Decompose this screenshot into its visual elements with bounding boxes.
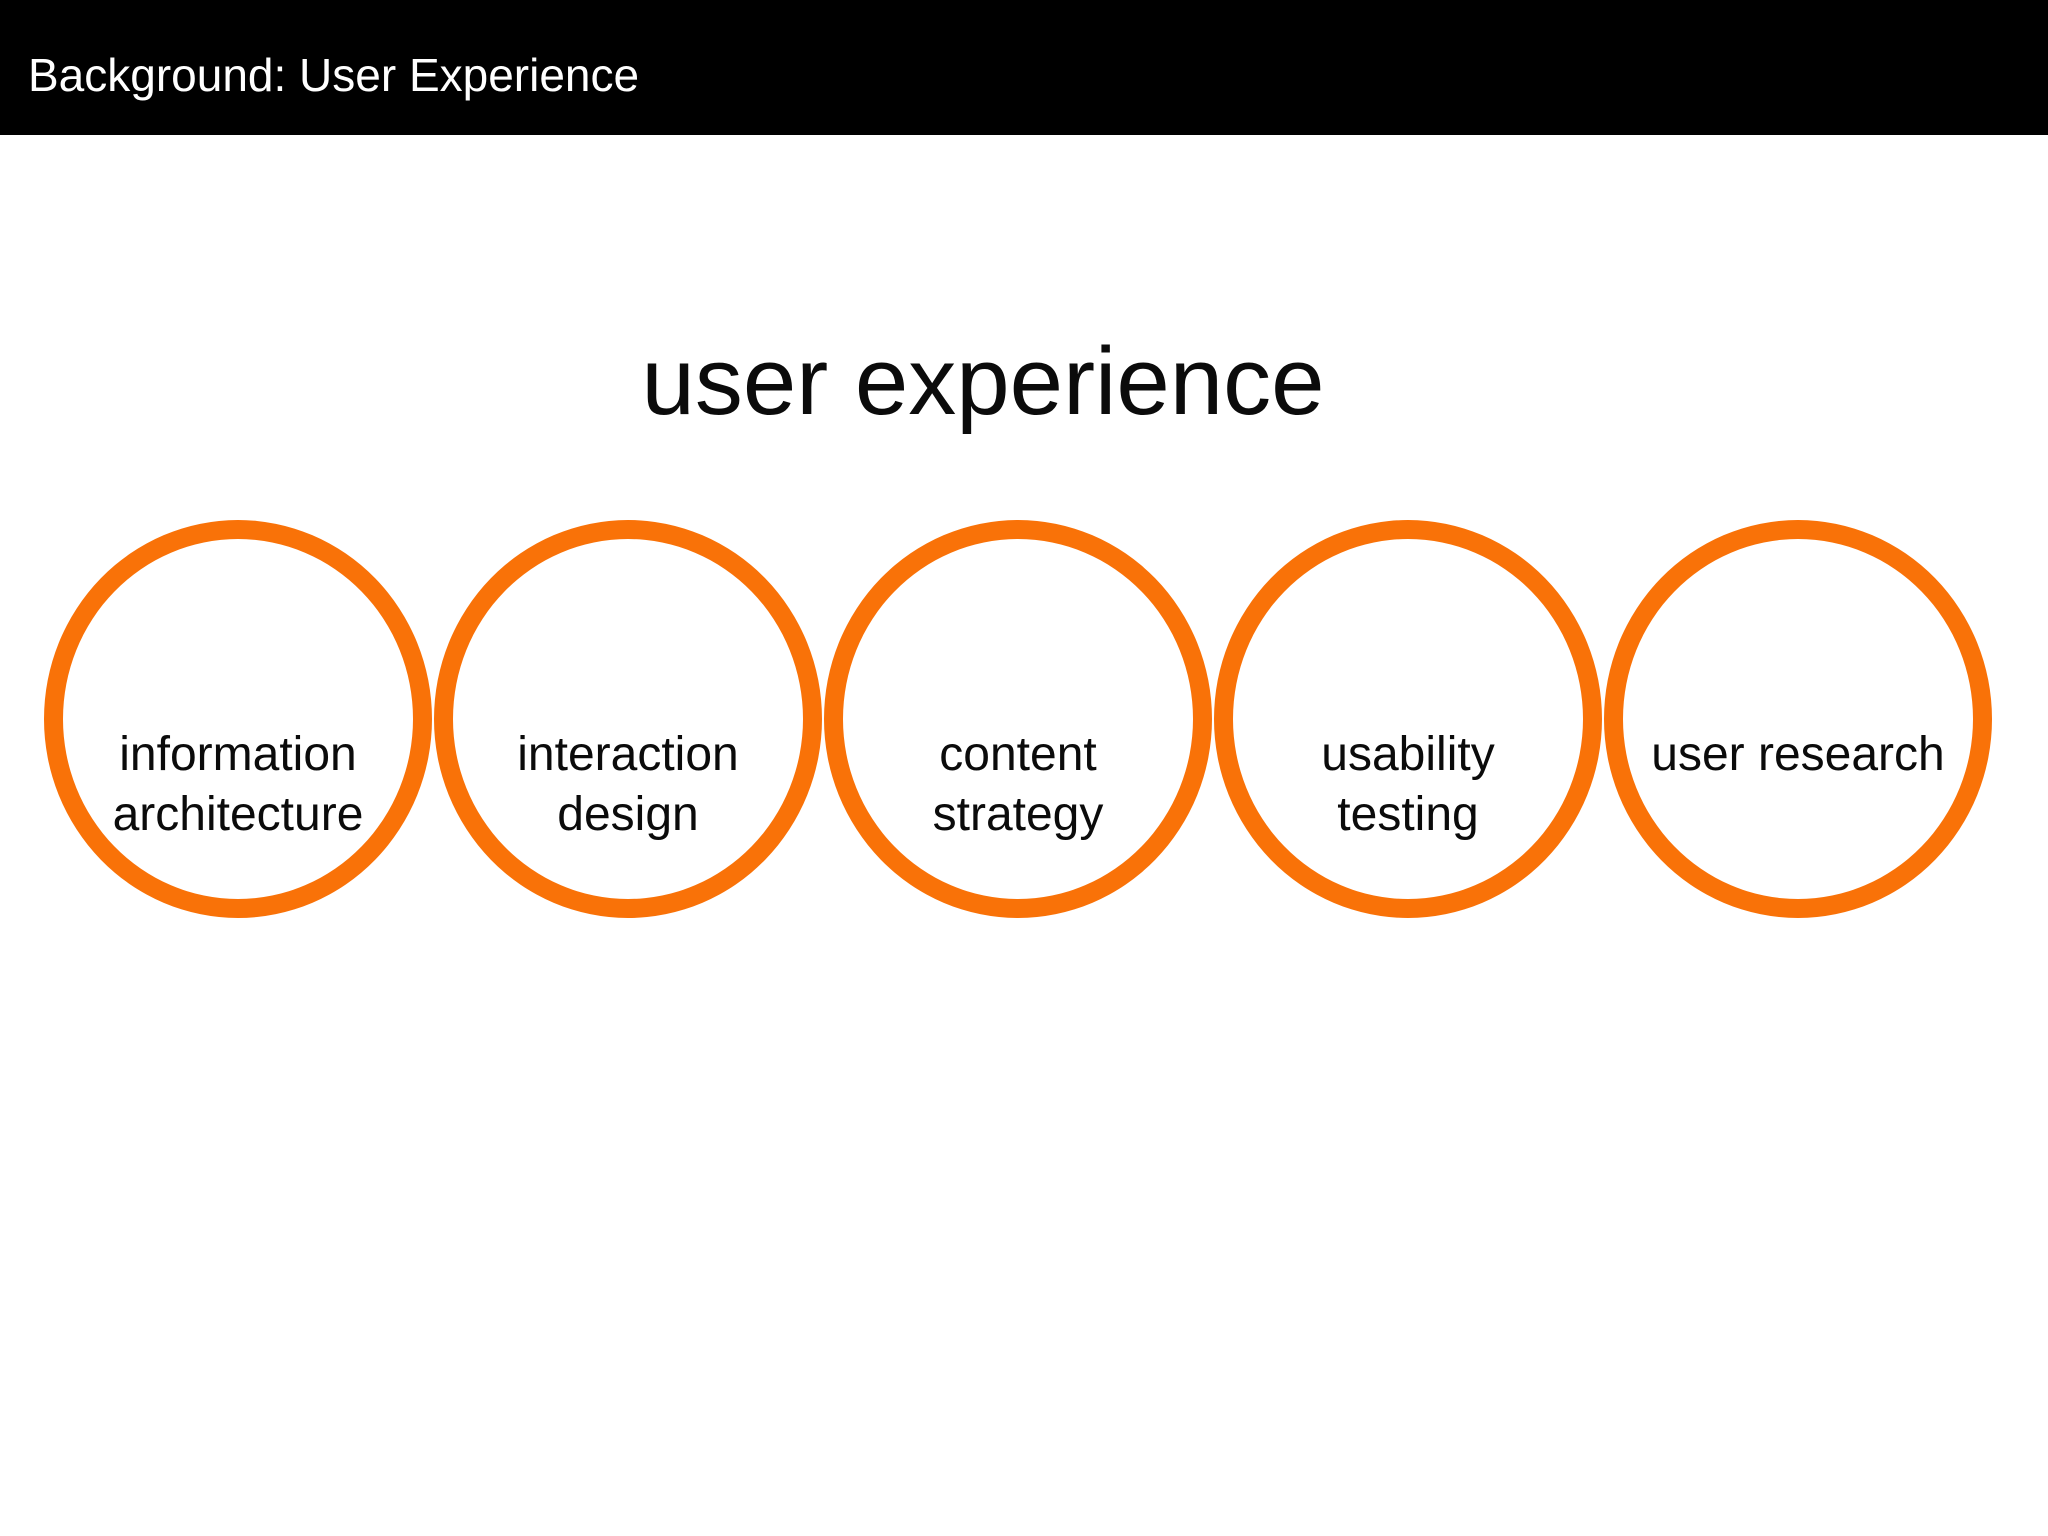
circle-label-line2: strategy xyxy=(932,788,1104,841)
slide-header-title: Background: User Experience xyxy=(28,48,640,101)
ux-circles-row: information architecture interaction des… xyxy=(44,520,1992,920)
circle-label-line1: information xyxy=(119,728,357,781)
circle-label-line1: user research xyxy=(1651,728,1945,781)
circle-interaction-design: interaction design xyxy=(434,520,822,918)
circle-label-line2: testing xyxy=(1337,788,1479,841)
slide-header-bar: Background: User Experience xyxy=(0,0,2048,135)
circle-label-line2: design xyxy=(557,788,699,841)
circle-label: interaction design xyxy=(433,725,823,845)
circle-information-architecture: information architecture xyxy=(44,520,432,918)
circle-label-line1: content xyxy=(939,728,1097,781)
circle-label-line1: interaction xyxy=(517,728,739,781)
circle-label: content strategy xyxy=(823,725,1213,845)
circle-user-research: user research xyxy=(1604,520,1992,918)
circle-usability-testing: usability testing xyxy=(1214,520,1602,918)
circle-content-strategy: content strategy xyxy=(824,520,1212,918)
slide-main-title: user experience xyxy=(641,328,1325,435)
circle-label: information architecture xyxy=(43,725,433,845)
circle-label-line1: usability xyxy=(1321,728,1495,781)
circle-label-line2: architecture xyxy=(112,788,364,841)
circle-label: user research xyxy=(1603,725,1993,785)
circle-label: usability testing xyxy=(1213,725,1603,845)
